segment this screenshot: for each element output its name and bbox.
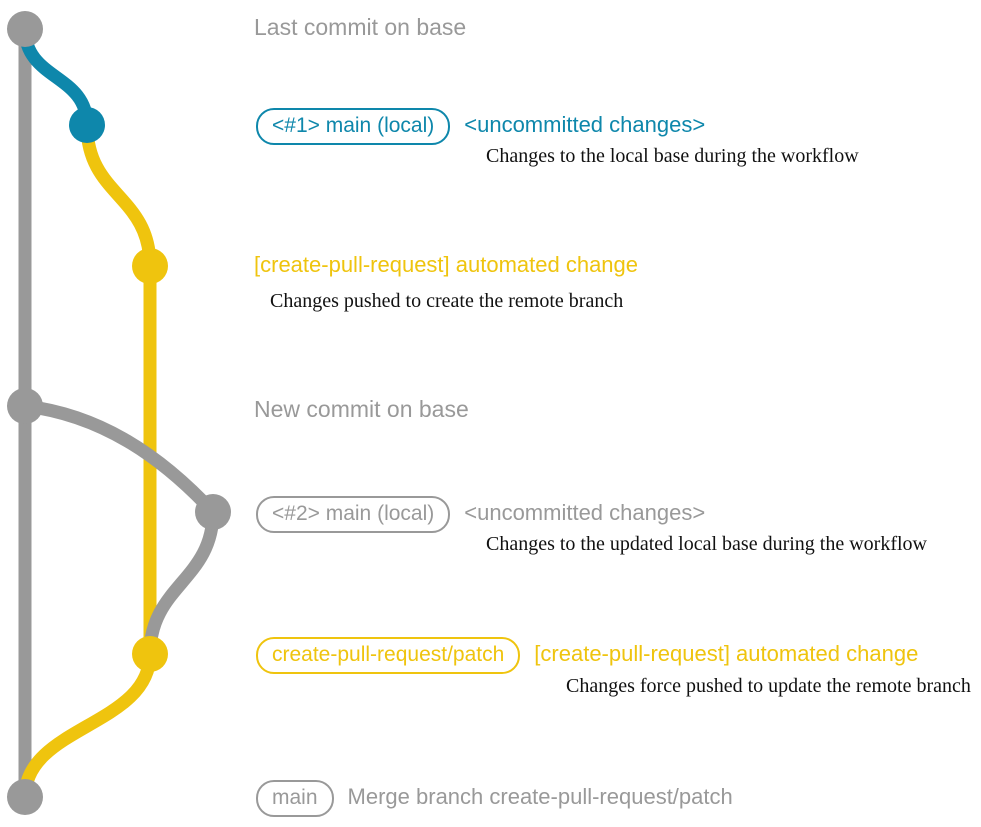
edge-base-to-local-2	[18, 399, 220, 519]
commit-note-push-create: Changes pushed to create the remote bran…	[270, 290, 624, 312]
commit-message-uncommitted-1: <uncommitted changes>	[464, 112, 706, 137]
commit-node-new-commit-on-base[interactable]	[7, 388, 43, 424]
commit-row-remote-2: create-pull-request/patch [create-pull-r…	[256, 637, 919, 675]
commit-message-new-commit-on-base: New commit on base	[254, 396, 469, 422]
commit-message-last-commit-on-base: Last commit on base	[254, 14, 467, 40]
commit-message-uncommitted-2: <uncommitted changes>	[464, 500, 706, 525]
commit-node-remote-2[interactable]	[132, 636, 168, 672]
commit-row-merge: main Merge branch create-pull-request/pa…	[256, 780, 733, 818]
commit-node-remote-1[interactable]	[132, 248, 168, 284]
commit-row-local-2: <#2> main (local) <uncommitted changes>	[256, 496, 706, 534]
commit-node-last-commit-on-base[interactable]	[7, 11, 43, 47]
commit-note-updated-local-base: Changes to the updated local base during…	[486, 533, 927, 555]
commit-note-local-base: Changes to the local base during the wor…	[486, 145, 859, 167]
commit-row-remote-1: [create-pull-request] automated change	[254, 253, 638, 276]
edge-local-1-to-remote-1	[80, 118, 157, 273]
branch-pill-main-local-2[interactable]: <#2> main (local)	[256, 496, 451, 534]
branch-pill-main[interactable]: main	[256, 780, 334, 818]
commit-node-local-1[interactable]	[69, 107, 105, 143]
commit-message-automated-2: [create-pull-request] automated change	[534, 641, 919, 666]
commit-message-automated-1: [create-pull-request] automated change	[254, 252, 639, 277]
commit-node-merge[interactable]	[7, 779, 43, 815]
branch-pill-main-local-1[interactable]: <#1> main (local)	[256, 108, 451, 146]
commit-node-local-2[interactable]	[195, 494, 231, 530]
edge-local-2-to-remote-2	[143, 505, 220, 661]
commit-message-merge: Merge branch create-pull-request/patch	[347, 784, 733, 809]
commit-note-force-push: Changes force pushed to update the remot…	[566, 675, 971, 697]
branch-pill-patch[interactable]: create-pull-request/patch	[256, 637, 521, 675]
commit-row-local-1: <#1> main (local) <uncommitted changes>	[256, 108, 706, 146]
edge-remote-2-to-base-merge	[18, 647, 157, 804]
